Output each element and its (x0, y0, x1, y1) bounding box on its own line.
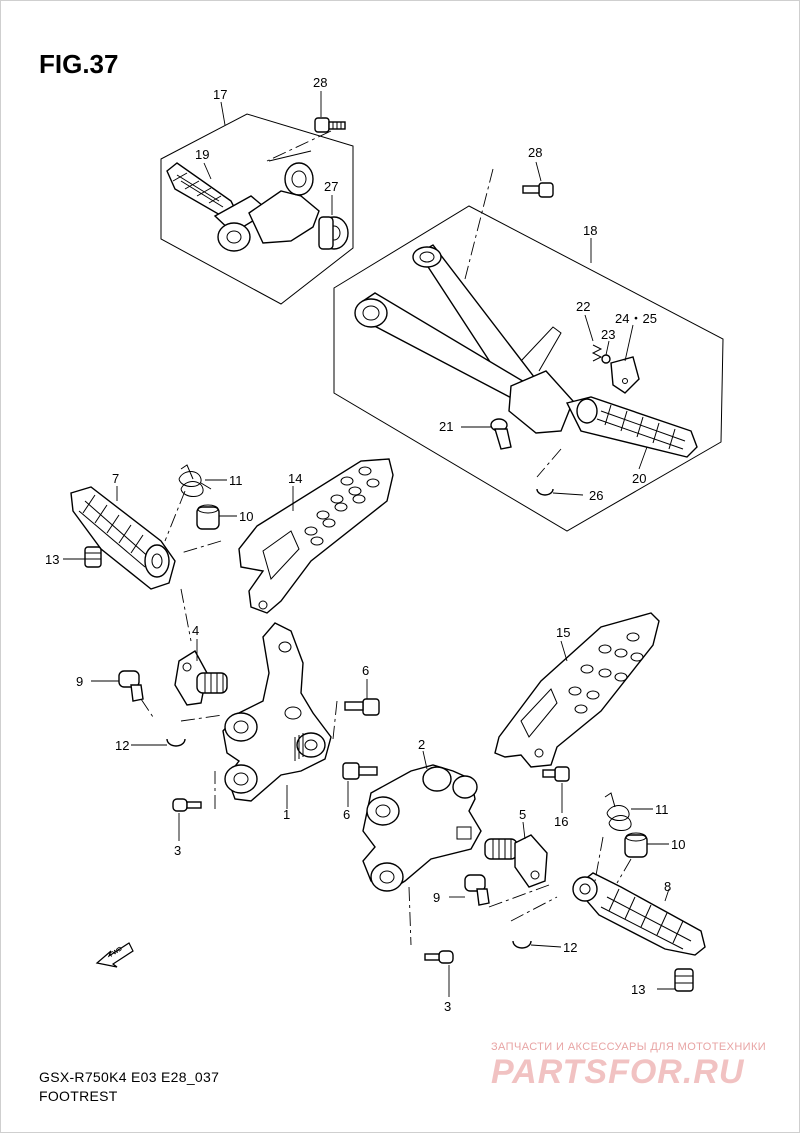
part-28-bolt-upper-left (314, 117, 346, 133)
callout-8: 8 (664, 879, 671, 894)
part-18-passenger-bracket (354, 244, 574, 434)
part-12-clip-right (512, 940, 532, 949)
part-21-pivot-pin (490, 418, 512, 450)
callout-18: 18 (583, 223, 597, 238)
part-2-footrest-bracket-right (362, 764, 482, 892)
part-28-bolt-right (522, 182, 554, 198)
part-1-footrest-bracket-left (222, 622, 332, 802)
part-10-bushing-left (196, 504, 220, 530)
callout-20: 20 (632, 471, 646, 486)
part-14-heel-plate-left (238, 458, 394, 614)
part-6-bolt-lower (342, 762, 378, 780)
callout-22: 22 (576, 299, 590, 314)
callout-3-left: 3 (174, 843, 181, 858)
part-3-bolt-right (424, 950, 454, 964)
callout-6-lower: 6 (343, 807, 350, 822)
part-16-bolt (542, 766, 570, 782)
assembly-box-17 (160, 113, 354, 305)
part-10-bushing-right (624, 832, 648, 858)
part-9-pin-right (464, 874, 490, 906)
callout-21: 21 (439, 419, 453, 434)
leader-lines (63, 91, 675, 997)
part-15-heel-plate-right (494, 612, 660, 768)
part-20-passenger-footpeg (565, 396, 698, 458)
callout-2: 2 (418, 737, 425, 752)
callout-14: 14 (288, 471, 302, 486)
part-11-spring-right (604, 792, 632, 831)
callout-6-upper: 6 (362, 663, 369, 678)
section-name: FOOTREST (39, 1088, 118, 1104)
part-12-clip-left (166, 738, 186, 747)
figure-title: FIG.37 (39, 49, 119, 79)
callout-13-right: 13 (631, 982, 645, 997)
model-code: GSX-R750K4 E03 E28_037 (39, 1069, 220, 1085)
assembly-box-18 (333, 205, 724, 532)
callout-7: 7 (112, 471, 119, 486)
callout-27: 27 (324, 179, 338, 194)
part-17-bracket-body (248, 150, 320, 244)
callout-10-right: 10 (671, 837, 685, 852)
part-13-stopper-left (84, 546, 102, 568)
part-13-stopper-right (674, 968, 694, 992)
callout-24-25: 24・25 (615, 311, 657, 326)
callout-11-right: 11 (655, 802, 669, 817)
callout-10-left: 10 (239, 509, 253, 524)
part-4-pivot-shaft-left (174, 650, 228, 706)
fwd-arrow-icon: FWD (95, 942, 134, 968)
part-22-spring (591, 344, 603, 362)
part-19-passenger-footpeg (166, 162, 271, 252)
part-7-rider-footpeg-left (70, 486, 176, 590)
callout-3-right: 3 (444, 999, 451, 1014)
callout-19: 19 (195, 147, 209, 162)
callout-labels: 28 17 19 27 28 18 22 24・25 23 21 20 26 7… (45, 75, 685, 1014)
part-9-pin-left (118, 670, 144, 702)
callout-17: 17 (213, 87, 227, 102)
callout-9-left: 9 (76, 674, 83, 689)
callout-26: 26 (589, 488, 603, 503)
watermark-tagline: ЗАПЧАСТИ И АКСЕССУАРЫ ДЛЯ МОТОТЕХНИКИ (491, 1041, 767, 1053)
part-26-clip (536, 488, 554, 496)
callout-12-left: 12 (115, 738, 129, 753)
callout-13-left: 13 (45, 552, 59, 567)
callout-16: 16 (554, 814, 568, 829)
callout-12-right: 12 (563, 940, 577, 955)
callout-1: 1 (283, 807, 290, 822)
callout-4: 4 (192, 623, 199, 638)
callout-9-right: 9 (433, 890, 440, 905)
part-23-ball (601, 354, 611, 364)
callout-28-right: 28 (528, 145, 542, 160)
callout-5: 5 (519, 807, 526, 822)
part-8-rider-footpeg-right (572, 872, 706, 956)
part-24-25-plate (610, 356, 640, 394)
part-27-bushing (318, 216, 349, 250)
callout-11-left: 11 (229, 473, 243, 488)
part-5-pivot-shaft-right (484, 834, 548, 888)
part-3-bolt-left (172, 798, 202, 812)
callout-23: 23 (601, 327, 615, 342)
callout-15: 15 (556, 625, 570, 640)
assembly-lines (140, 130, 632, 946)
part-11-spring-left (178, 464, 212, 497)
part-6-bolt-upper (344, 698, 380, 716)
watermark-logo: PARTSFOR.RU (491, 1053, 745, 1091)
callout-28-upper: 28 (313, 75, 327, 90)
